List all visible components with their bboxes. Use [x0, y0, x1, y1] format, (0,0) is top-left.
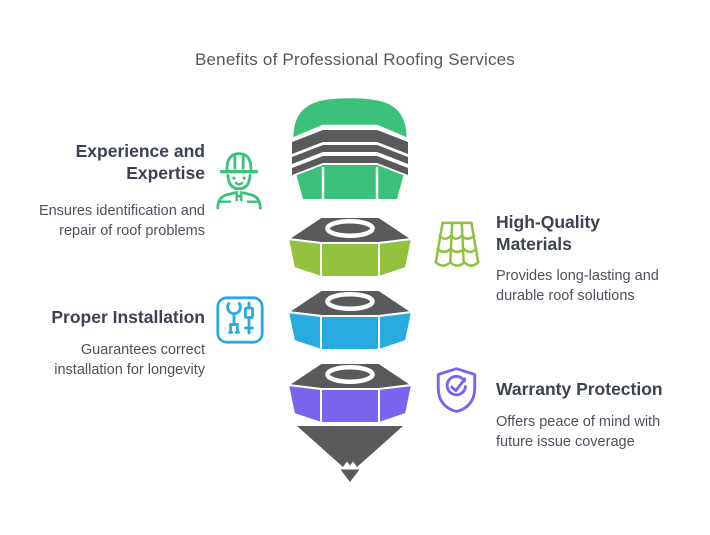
funnel-segment-3: [287, 289, 413, 351]
funnel-segment-2: [287, 216, 413, 278]
benefit-title-warranty: Warranty Protection: [496, 379, 663, 399]
benefit-desc-experience: Ensures identification and repair of roo…: [38, 203, 205, 239]
roof-tiles-icon: [432, 218, 482, 270]
benefit-title-experience: Experience and Expertise: [75, 141, 205, 183]
funnel-segment-4: [287, 362, 413, 424]
shield-check-icon: [433, 366, 480, 414]
funnel-cone: [297, 426, 403, 482]
benefit-desc-warranty: Offers peace of mind with future issue c…: [496, 414, 661, 450]
funnel-diagram: [285, 95, 415, 495]
construction-worker-icon: [215, 149, 263, 210]
benefit-title-installation: Proper Installation: [51, 307, 205, 327]
benefit-desc-materials: Provides long-lasting and durable roof s…: [496, 268, 659, 304]
funnel-segment-top: [290, 95, 410, 199]
tools-icon: [215, 295, 265, 345]
benefit-title-materials: High-Quality Materials: [496, 212, 601, 254]
page-title: Benefits of Professional Roofing Service…: [194, 50, 516, 69]
benefit-desc-installation: Guarantees correct installation for long…: [54, 342, 205, 378]
